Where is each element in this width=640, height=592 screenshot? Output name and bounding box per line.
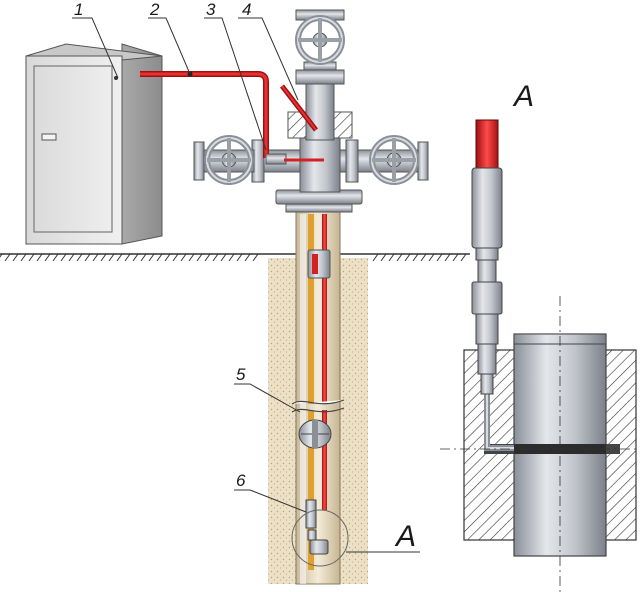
ground-hatch-mark xyxy=(460,253,467,262)
callout-2: 2 xyxy=(149,0,160,19)
ground-hatch-mark xyxy=(252,253,259,262)
ground-hatch-mark xyxy=(188,253,195,262)
ground-hatch-mark xyxy=(60,253,67,262)
callout-3: 3 xyxy=(206,0,216,19)
ground-hatch-mark xyxy=(380,253,387,262)
ground-hatch-mark xyxy=(92,253,99,262)
callout-5: 5 xyxy=(236,365,246,384)
ground-hatch-mark xyxy=(36,253,43,262)
ground-hatch-mark xyxy=(412,253,419,262)
ground-hatch-mark xyxy=(212,253,219,262)
ground-hatch-mark xyxy=(244,253,251,262)
ground-hatch-mark xyxy=(52,253,59,262)
callout-6: 6 xyxy=(236,471,246,490)
ground-hatch-mark xyxy=(132,253,139,262)
cable-coupling xyxy=(307,249,331,279)
ground-hatch-mark xyxy=(428,253,435,262)
ground-hatch-mark xyxy=(404,253,411,262)
ground-hatch-mark xyxy=(164,253,171,262)
ground-surface xyxy=(0,253,470,262)
ground-hatch-mark xyxy=(452,253,459,262)
ground-hatch-mark xyxy=(84,253,91,262)
detail-a-view xyxy=(440,119,640,592)
ground-hatch-mark xyxy=(388,253,395,262)
ground-hatch-mark xyxy=(148,253,155,262)
ground-hatch-mark xyxy=(396,253,403,262)
downhole-heating-cable xyxy=(291,214,345,570)
soil-left xyxy=(268,258,300,584)
ground-hatch-mark xyxy=(236,253,243,262)
top-valve-handwheel-icon xyxy=(295,15,345,65)
ground-hatch-mark xyxy=(444,253,451,262)
detail-a-marker: A xyxy=(394,520,416,553)
ground-hatch-mark xyxy=(4,253,11,262)
ground-hatch-mark xyxy=(420,253,427,262)
ground-hatch-mark xyxy=(116,253,123,262)
detail-a-title: A xyxy=(512,80,534,113)
ground-hatch-mark xyxy=(68,253,75,262)
detail-a-circle xyxy=(291,509,349,567)
left-valve-handwheel-icon xyxy=(204,135,254,185)
callout-1: 1 xyxy=(74,0,83,19)
centralizer xyxy=(298,419,332,449)
ground-hatch-mark xyxy=(124,253,131,262)
ground-hatch-mark xyxy=(436,253,443,262)
ground-hatch-mark xyxy=(12,253,19,262)
ground-hatch-mark xyxy=(204,253,211,262)
leader-lines xyxy=(72,17,420,553)
ground-hatch-mark xyxy=(220,253,227,262)
ground-hatch-mark xyxy=(28,253,35,262)
cable-entry-through-wellhead xyxy=(265,84,324,165)
ground-hatch-mark xyxy=(172,253,179,262)
soil-right xyxy=(336,258,368,584)
cable-termination xyxy=(291,499,349,567)
ground-hatch-mark xyxy=(196,253,203,262)
ground-hatch-mark xyxy=(156,253,163,262)
ground-hatch-mark xyxy=(76,253,83,262)
ground-hatch-mark xyxy=(44,253,51,262)
ground-hatch-mark xyxy=(108,253,115,262)
surface-power-cable xyxy=(140,71,269,158)
ground-hatch-mark xyxy=(20,253,27,262)
ground-hatch-mark xyxy=(0,253,3,258)
ground-hatch-mark xyxy=(140,253,147,262)
cabinet-handle-icon xyxy=(41,133,57,141)
ground-hatch-mark xyxy=(372,253,379,262)
right-valve-handwheel-icon xyxy=(369,135,419,185)
ground-hatch-mark xyxy=(228,253,235,262)
ground-hatch-mark xyxy=(100,253,107,262)
control-cabinet xyxy=(25,43,163,245)
ground-hatch-mark xyxy=(180,253,187,262)
callout-4: 4 xyxy=(242,0,251,19)
